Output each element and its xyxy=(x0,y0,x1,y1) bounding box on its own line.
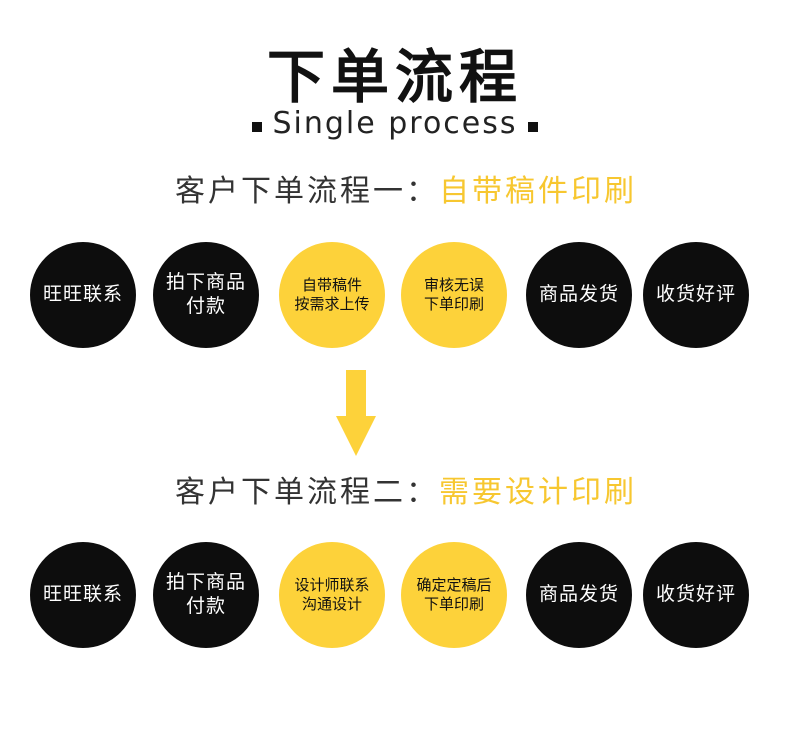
flow2-steps: 旺旺联系 拍下商品 付款 设计师联系 沟通设计 确定定稿后 下单印刷 商品发货 … xyxy=(0,542,790,650)
flow2-highlight: 需要设计印刷 xyxy=(439,475,637,510)
down-arrow-icon xyxy=(336,370,376,456)
square-bullet-icon xyxy=(252,121,263,132)
flow2-step-2: 拍下商品 付款 xyxy=(153,542,259,648)
flow1-step-4: 审核无误 下单印刷 xyxy=(401,242,507,348)
subtitle-text: Single process xyxy=(272,106,518,141)
flow1-step-1: 旺旺联系 xyxy=(30,242,136,348)
flow2-heading: 客户下单流程二：需要设计印刷 xyxy=(175,467,637,511)
page-title: 下单流程 xyxy=(266,43,523,111)
flow1-step-3: 自带稿件 按需求上传 xyxy=(279,242,385,348)
flow2-step-3: 设计师联系 沟通设计 xyxy=(279,542,385,648)
flow2-step-5: 商品发货 xyxy=(526,542,632,648)
flow2-step-1: 旺旺联系 xyxy=(30,542,136,648)
flow1-step-2: 拍下商品 付款 xyxy=(153,242,259,348)
flow1-step-5: 商品发货 xyxy=(526,242,632,348)
flow1-highlight: 自带稿件印刷 xyxy=(439,174,637,209)
flow1-steps: 旺旺联系 拍下商品 付款 自带稿件 按需求上传 审核无误 下单印刷 商品发货 收… xyxy=(0,242,790,350)
flow2-label: 客户下单流程二： xyxy=(175,475,439,510)
flow1-label: 客户下单流程一： xyxy=(175,174,439,209)
square-bullet-icon xyxy=(527,121,538,132)
flow2-step-6: 收货好评 xyxy=(643,542,749,648)
page-subtitle: Single process xyxy=(0,106,790,141)
flow1-step-6: 收货好评 xyxy=(643,242,749,348)
flow2-step-4: 确定定稿后 下单印刷 xyxy=(401,542,507,648)
flow1-heading: 客户下单流程一：自带稿件印刷 xyxy=(175,166,637,210)
